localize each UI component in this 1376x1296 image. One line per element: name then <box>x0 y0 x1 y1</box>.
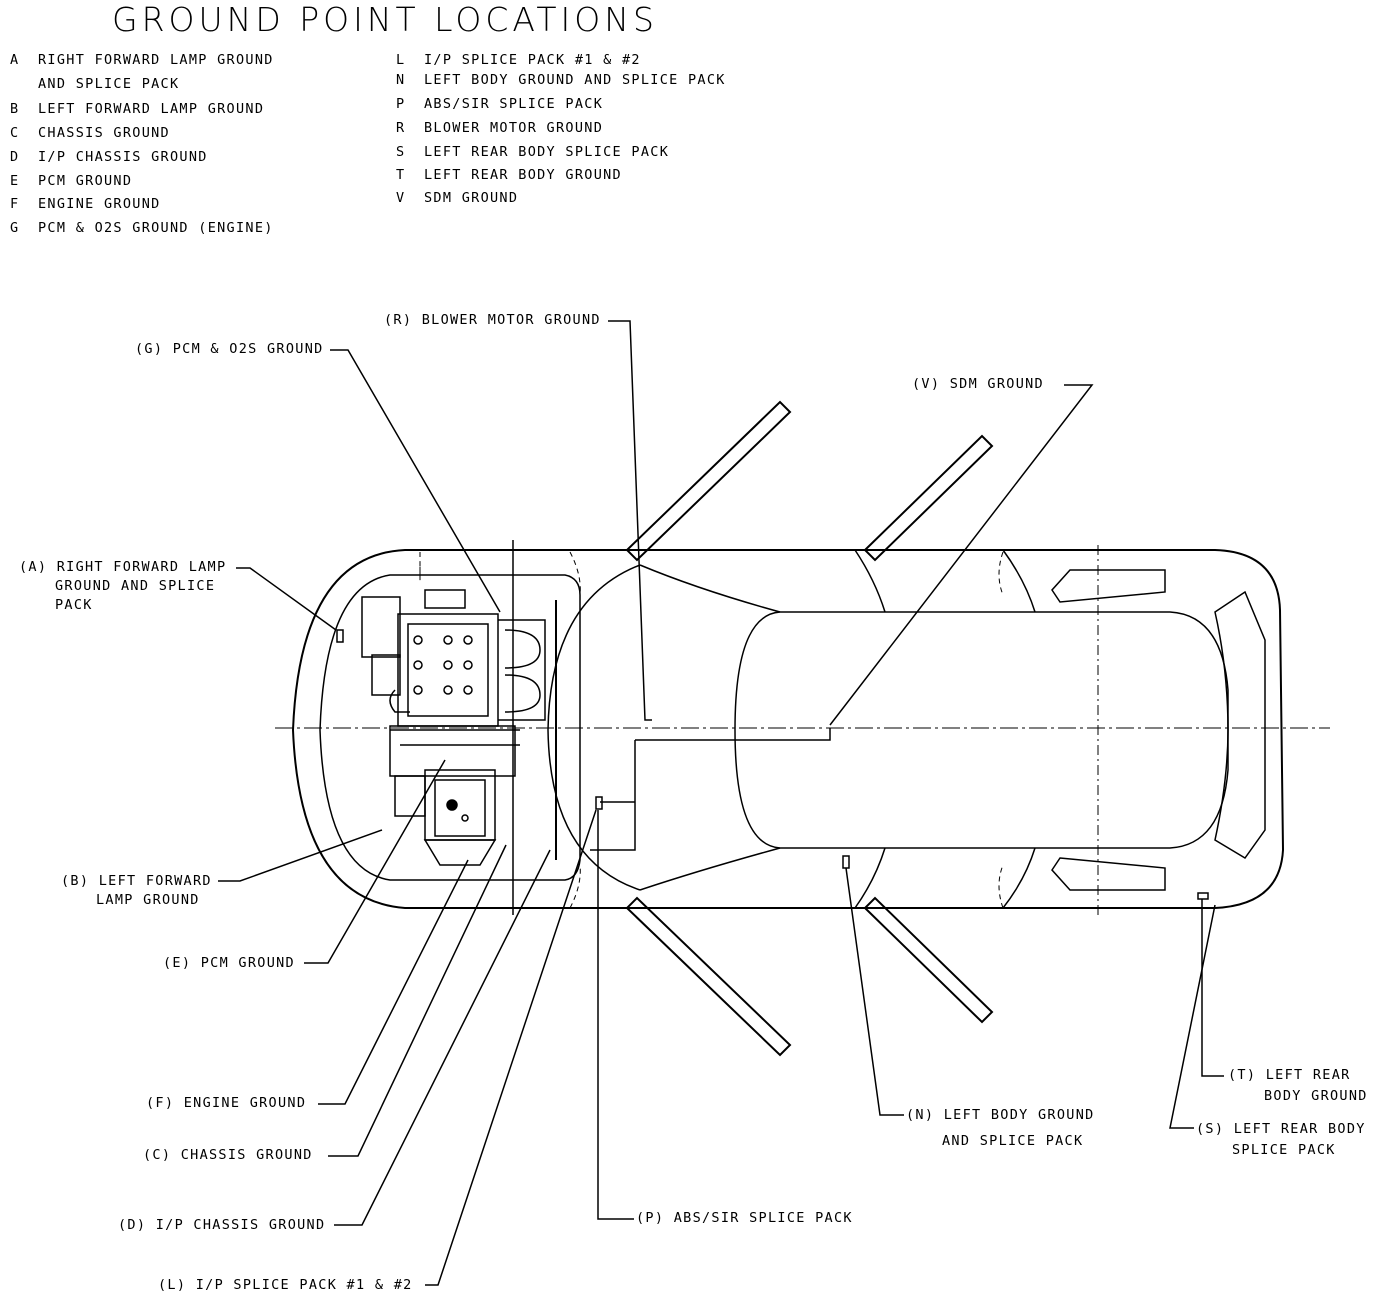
legend-left: A RIGHT FORWARD LAMP GROUND AND SPLICE PA… <box>10 52 330 242</box>
callout-n-line1: (N) LEFT BODY GROUND <box>906 1107 1095 1123</box>
legend-key-d: D <box>10 149 20 165</box>
callout-g: (G) PCM & O2S GROUND <box>135 341 324 357</box>
leader-e <box>304 759 446 964</box>
leader-p <box>597 810 634 1220</box>
legend-key-s: S <box>396 144 406 160</box>
callout-b-line2: LAMP GROUND <box>96 892 200 908</box>
legend-key-l: L <box>396 52 406 68</box>
legend-text-a-cont: AND SPLICE PACK <box>38 76 180 92</box>
leader-r <box>608 320 652 721</box>
legend-key-f: F <box>10 196 20 212</box>
leader-n <box>845 867 904 1116</box>
legend-text-p: ABS/SIR SPLICE PACK <box>424 96 604 112</box>
callout-a-line3: PACK <box>55 597 93 613</box>
leader-l <box>425 809 597 1286</box>
legend-key-e: E <box>10 173 20 189</box>
callout-n-line2: AND SPLICE PACK <box>942 1133 1084 1149</box>
ground-point-a <box>336 629 344 643</box>
callout-v: (V) SDM GROUND <box>912 376 1044 392</box>
callout-t-line1: (T) LEFT REAR <box>1228 1067 1351 1083</box>
legend-key-b: B <box>10 101 20 117</box>
legend-text-l: I/P SPLICE PACK #1 & #2 <box>424 52 641 68</box>
legend-key-r: R <box>396 120 406 136</box>
legend-text-a: RIGHT FORWARD LAMP GROUND <box>38 52 274 68</box>
callout-s-line2: SPLICE PACK <box>1232 1142 1336 1158</box>
ground-point-n <box>842 855 850 869</box>
legend-key-c: C <box>10 125 20 141</box>
cabin-roof-outline <box>734 611 1229 849</box>
vehicle-body-outline <box>291 549 1285 909</box>
callout-c: (C) CHASSIS GROUND <box>143 1147 313 1163</box>
callout-e: (E) PCM GROUND <box>163 955 295 971</box>
callout-r: (R) BLOWER MOTOR GROUND <box>384 312 601 328</box>
leader-d <box>334 849 551 1226</box>
quarter-window-left <box>1051 857 1166 891</box>
leader-c <box>328 844 507 1157</box>
leader-v <box>829 384 1094 726</box>
callout-b-line1: (B) LEFT FORWARD <box>61 873 212 889</box>
callout-l: (L) I/P SPLICE PACK #1 & #2 <box>158 1277 413 1293</box>
legend-key-t: T <box>396 167 406 183</box>
rear-door-left <box>863 896 994 1024</box>
legend-key-n: N <box>396 72 406 88</box>
leader-t <box>1201 899 1224 1077</box>
callout-a-line1: (A) RIGHT FORWARD LAMP <box>19 559 227 575</box>
legend-text-e: PCM GROUND <box>38 173 133 189</box>
callout-f: (F) ENGINE GROUND <box>146 1095 307 1111</box>
legend-key-v: V <box>396 190 406 206</box>
callout-t-line2: BODY GROUND <box>1264 1088 1368 1104</box>
legend-text-f: ENGINE GROUND <box>38 196 161 212</box>
leader-a <box>236 567 337 631</box>
leader-s <box>1169 904 1216 1129</box>
ground-point-t <box>1197 892 1209 900</box>
legend-text-n: LEFT BODY GROUND AND SPLICE PACK <box>424 72 726 88</box>
front-door-right <box>625 400 792 562</box>
legend-text-r: BLOWER MOTOR GROUND <box>424 120 604 136</box>
callout-s-line1: (S) LEFT REAR BODY <box>1196 1121 1366 1137</box>
legend-right: L I/P SPLICE PACK #1 & #2 N LEFT BODY GROU… <box>396 52 756 212</box>
legend-text-g: PCM & O2S GROUND (ENGINE) <box>38 220 274 236</box>
diagram-title: GROUND POINT LOCATIONS <box>112 0 658 39</box>
leader-f <box>318 859 469 1105</box>
rear-door-right <box>863 434 994 562</box>
callout-d: (D) I/P CHASSIS GROUND <box>118 1217 326 1233</box>
legend-key-p: P <box>396 96 406 112</box>
leader-b <box>218 829 383 882</box>
legend-text-s: LEFT REAR BODY SPLICE PACK <box>424 144 670 160</box>
legend-text-b: LEFT FORWARD LAMP GROUND <box>38 101 265 117</box>
rear-window-left <box>1214 590 1266 859</box>
quarter-window-right <box>1051 569 1166 603</box>
legend-key-g: G <box>10 220 20 236</box>
front-door-left <box>625 896 792 1057</box>
callout-a-line2: GROUND AND SPLICE <box>55 578 216 594</box>
legend-text-d: I/P CHASSIS GROUND <box>38 149 208 165</box>
engine-bay-outline <box>319 574 581 881</box>
cowl-outline <box>547 564 641 891</box>
leader-g <box>330 349 501 613</box>
engine-assembly <box>361 589 546 866</box>
legend-text-c: CHASSIS GROUND <box>38 125 170 141</box>
legend-text-v: SDM GROUND <box>424 190 519 206</box>
legend-text-t: LEFT REAR BODY GROUND <box>424 167 622 183</box>
ground-point-p <box>595 796 603 810</box>
legend-key-a: A <box>10 52 20 68</box>
callout-p: (P) ABS/SIR SPLICE PACK <box>636 1210 853 1226</box>
